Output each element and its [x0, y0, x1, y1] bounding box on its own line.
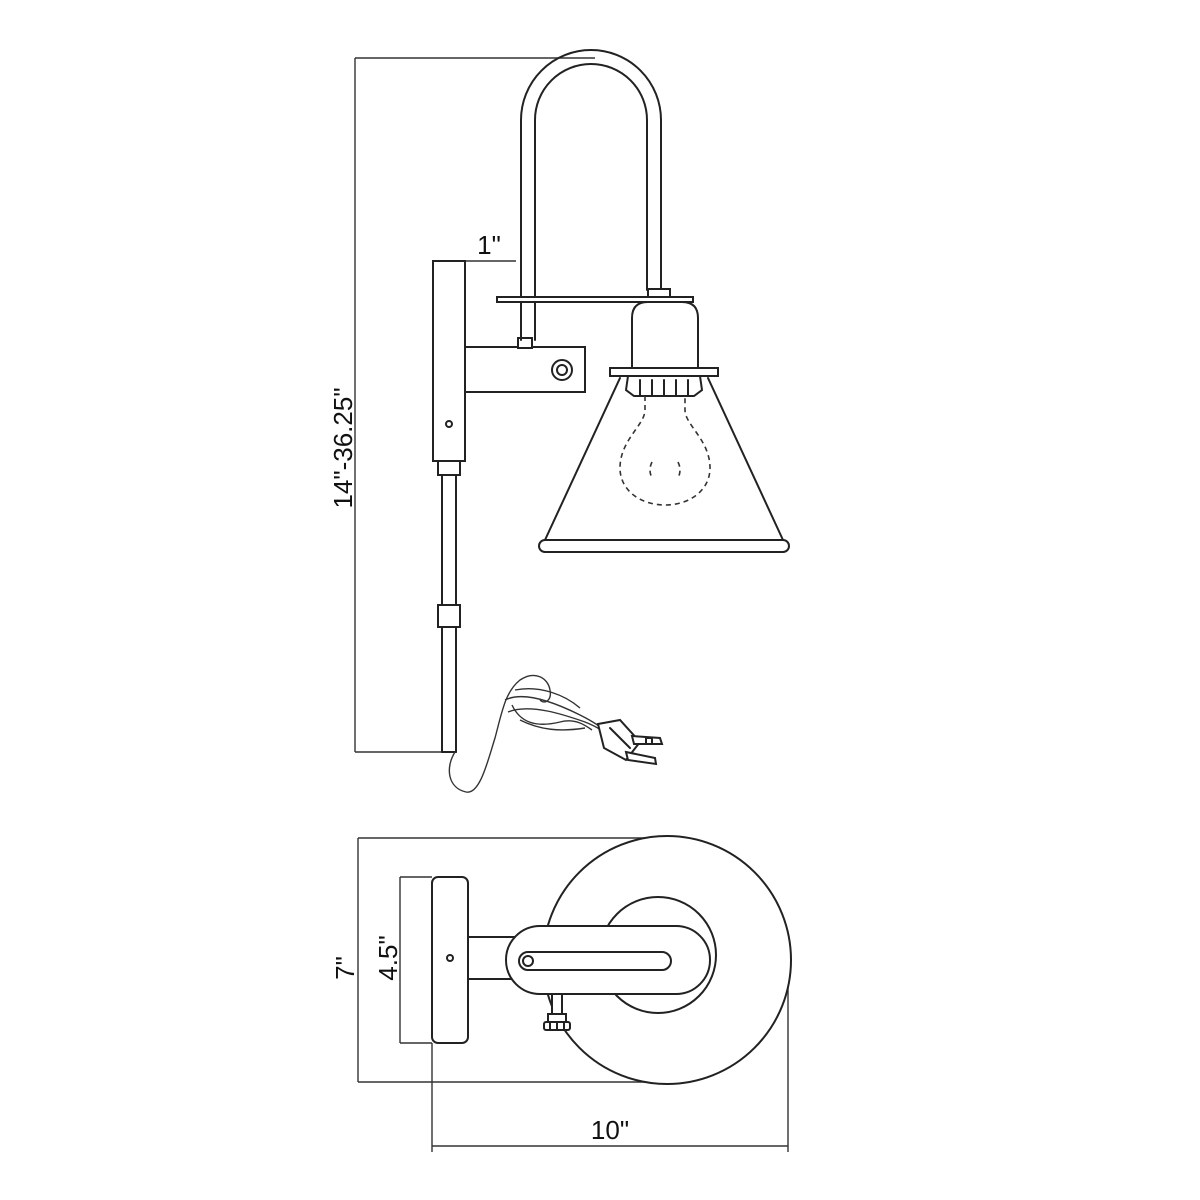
cone-shade: [538, 377, 790, 553]
electrical-plug-icon: [596, 718, 664, 766]
slotted-arm-top: [505, 925, 711, 995]
adjust-knob-icon: [543, 993, 571, 1031]
extension-label: 10": [591, 1115, 629, 1145]
light-bulb-icon: [619, 396, 711, 506]
arm-offset-dimension: 1": [462, 230, 516, 262]
power-cord: [448, 674, 611, 793]
backplate-height-label: 4.5": [373, 935, 403, 980]
wall-backplate-top: [431, 876, 469, 1044]
top-view: 7" 4.5" 10": [330, 835, 792, 1152]
wall-backplate-side: [432, 260, 466, 476]
socket-body: [609, 301, 719, 397]
depth-dimension: 7": [330, 837, 665, 1083]
backplate-height-dimension: 4.5": [373, 876, 432, 1044]
extension-dimension: 10": [431, 950, 789, 1152]
arm-offset-label: 1": [477, 230, 501, 260]
cord-cover-rod: [437, 474, 461, 753]
shade-top-plate: [496, 296, 694, 303]
side-view: 14"-36.25" 1": [328, 49, 790, 793]
depth-label: 7": [330, 956, 360, 980]
arm-block: [464, 337, 586, 393]
height-range-label: 14"-36.25": [328, 387, 358, 508]
height-dimension: 14"-36.25": [328, 57, 595, 753]
